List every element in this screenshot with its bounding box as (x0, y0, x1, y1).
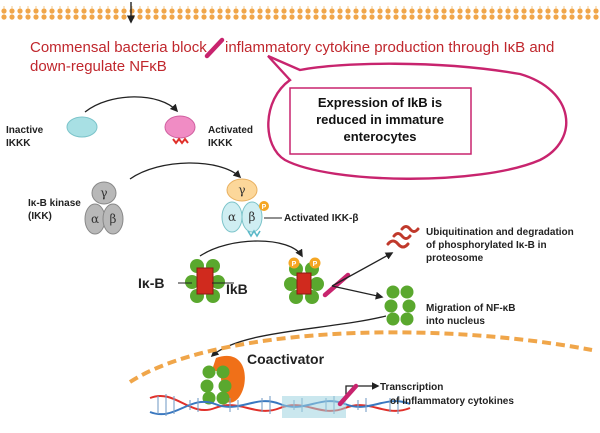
activated-ikk-complex (221, 178, 269, 238)
migration-label-1: Migration of NF-κB (426, 303, 515, 314)
activated-ikk-alpha: α (228, 210, 236, 224)
ikk-activation-arrow (129, 162, 242, 180)
cell-membrane (0, 6, 600, 20)
activated-ikk-gamma: γ (238, 183, 245, 197)
nfkb-on-dna (200, 365, 232, 405)
ubiquitination-label-2: of phosphorylated Iκ-B in (426, 240, 547, 251)
ikk-beta: β (110, 212, 117, 226)
activated-ikk-label: Activated IKK-β (284, 213, 358, 224)
nfkb-dimer (384, 285, 416, 326)
activated-ikkk-label-2: IKKK (208, 138, 233, 149)
phospho-left: P (292, 261, 297, 268)
activated-ikkk-shape (164, 115, 196, 145)
ikk-alpha: α (91, 212, 99, 226)
callout-line1: Expression of IkB is (318, 95, 442, 110)
phosphorylated-ikb-complex (284, 257, 324, 304)
degraded-ikb-fragments (386, 225, 420, 249)
inactive-ikkk-label-2: IKKK (6, 138, 31, 149)
ikk-label-2: (IKK) (28, 211, 52, 222)
inactive-ikkk-shape (66, 116, 98, 138)
transcription-arrow (345, 382, 380, 396)
block-mark-ikb (322, 272, 351, 298)
header-line2: down-regulate NFκB (30, 58, 167, 75)
ikk-gamma: γ (100, 186, 107, 200)
transcription-label-1: Transcription (380, 382, 443, 393)
inactive-ikkk-label-1: Inactive (6, 125, 44, 136)
transcription-label-2: of inflammatory cytokines (390, 396, 514, 407)
header-line1: Commensal bacteria block (30, 39, 207, 56)
ikb-nfkb-complex (185, 259, 225, 303)
activated-ikk-beta: β (249, 210, 256, 224)
activated-ikkk-label-1: Activated (208, 125, 253, 136)
ubiquitination-label-3: proteosome (426, 253, 484, 264)
header-line1b: inflammatory cytokine production through… (225, 39, 554, 56)
callout-line3: enterocytes (344, 129, 417, 144)
block-mark-transcription (337, 383, 359, 407)
block-mark-header (204, 37, 225, 59)
ubiquitination-label-1: Ubiquitination and degradation (426, 227, 574, 238)
dna-helix (149, 394, 411, 418)
to-degradation-arrow (331, 252, 394, 287)
phosphorylation-arrow (199, 240, 303, 258)
coactivator-label: Coactivator (247, 351, 325, 367)
inactive-ikk-complex (84, 181, 124, 235)
phospho-right: P (313, 261, 318, 268)
activated-ikk-phospho: P (262, 204, 267, 211)
to-migration-arrow (331, 285, 384, 300)
ikk-label-1: Iκ-B kinase (28, 198, 81, 209)
migration-label-2: into nucleus (426, 316, 485, 327)
ikb-left-label: Iκ-B (138, 275, 164, 291)
callout-bubble (267, 54, 568, 180)
nuclear-membrane (128, 330, 593, 384)
callout-line2: reduced in immature (316, 112, 444, 127)
ikb-right-label: IkB (226, 281, 248, 297)
ikkk-activation-arrow (84, 96, 179, 113)
